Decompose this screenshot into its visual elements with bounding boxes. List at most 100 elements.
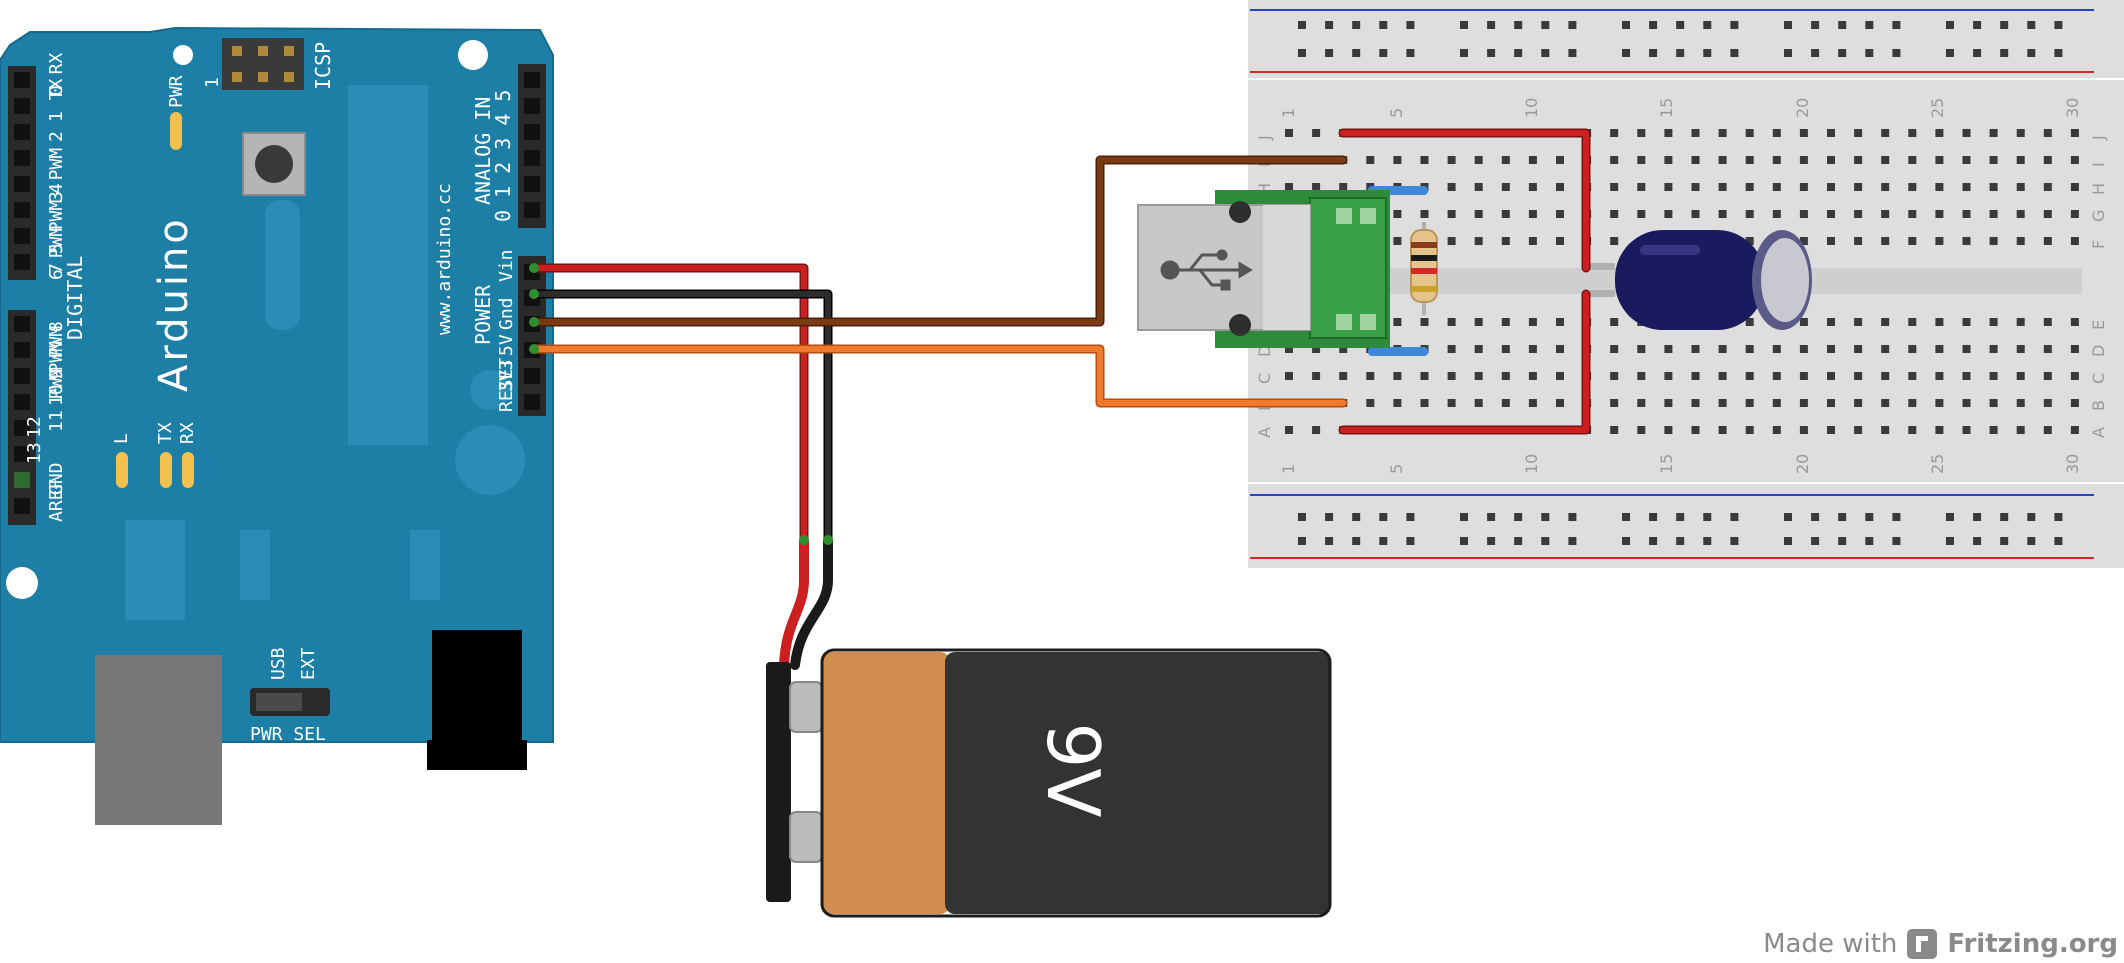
breadboard-hole <box>1325 537 1334 545</box>
breadboard-hole <box>2000 537 2009 545</box>
breadboard-hole <box>1610 426 1619 434</box>
pwr-led <box>170 112 182 150</box>
rx-led <box>182 452 194 488</box>
breadboard-hole <box>1528 318 1537 326</box>
breadboard-hole <box>1393 210 1402 218</box>
mounting-hole <box>458 40 488 70</box>
breadboard-hole <box>1827 399 1835 407</box>
breadboard-hole <box>2016 345 2025 353</box>
reset-button-cap[interactable] <box>255 145 293 183</box>
board-trace <box>125 520 185 620</box>
pin-label-13: 13 <box>24 442 45 464</box>
breadboard-hole <box>1892 537 1901 545</box>
breadboard-hole <box>1664 399 1673 407</box>
pin-label-8: 8 <box>46 321 67 332</box>
breadboard-hole <box>1487 537 1496 545</box>
breadboard-hole <box>1973 513 1982 521</box>
breadboard-hole <box>1447 156 1456 164</box>
usb-b-connector <box>95 655 222 825</box>
breadboard-hole <box>1772 372 1781 380</box>
breadboard-hole <box>1514 513 1523 521</box>
breadboard-hole <box>1718 129 1727 137</box>
breadboard-hole <box>1799 318 1808 326</box>
breadboard-hole <box>1541 21 1550 29</box>
breadboard-hole <box>2027 21 2036 29</box>
breadboard-hole <box>1676 49 1685 57</box>
breadboard-hole <box>2043 237 2052 245</box>
breadboard-hole <box>1664 183 1673 191</box>
breadboard-hole <box>1325 513 1334 521</box>
power-header <box>518 256 546 416</box>
ext-label: EXT <box>298 647 319 680</box>
breadboard-hole <box>1745 129 1754 137</box>
breadboard-hole <box>1528 237 1537 245</box>
breadboard-hole <box>1556 345 1564 353</box>
battery-edge <box>820 648 1332 918</box>
icsp-one-label: 1 <box>202 77 223 88</box>
board-trace <box>455 425 525 495</box>
breadboard-hole <box>1460 49 1468 57</box>
pin-label-10-pwm: 10 PWM <box>46 341 67 406</box>
breadboard-hole <box>1568 49 1577 57</box>
digital-pin-labels-top: 0 RX 1 TX 2 3 PWM 4 5 PWM 6 PWM 7 <box>46 52 67 280</box>
breadboard-top-rail <box>1248 0 2124 78</box>
breadboard-hole <box>2043 345 2052 353</box>
breadboard-hole <box>1962 210 1971 218</box>
battery-9v: 9V <box>766 648 1332 918</box>
row-letter: J <box>2089 135 2108 141</box>
breadboard-hole <box>1285 372 1293 380</box>
breadboard-hole <box>1784 21 1792 29</box>
breadboard-hole <box>1935 183 1944 191</box>
breadboard-hole <box>1962 426 1971 434</box>
breadboard-hole <box>1703 537 1712 545</box>
breadboard-hole <box>1718 345 1727 353</box>
breadboard-hole <box>1838 49 1847 57</box>
breadboard-hole <box>1487 49 1496 57</box>
breadboard-hole <box>1649 537 1658 545</box>
breadboard-hole <box>1568 513 1577 521</box>
breadboard-hole <box>1556 210 1564 218</box>
breadboard-hole <box>1973 21 1982 29</box>
breadboard-hole <box>1799 372 1808 380</box>
breadboard-hole <box>1393 237 1402 245</box>
breadboard-hole <box>1827 318 1835 326</box>
breadboard-hole <box>1881 318 1890 326</box>
breadboard-hole <box>1881 129 1890 137</box>
l-led-label: L <box>111 433 132 444</box>
breadboard-hole <box>1838 21 1847 29</box>
aref-pin-label: AREF <box>46 479 67 522</box>
analog-pin-numbers: 0 1 2 3 4 5 <box>491 90 515 222</box>
pin-label-11-pwm: 11 PWM <box>46 367 67 432</box>
breadboard-hole <box>1501 237 1510 245</box>
breadboard-hole <box>1610 129 1619 137</box>
breadboard-hole <box>1610 156 1619 164</box>
breadboard-hole <box>1393 318 1402 326</box>
breadboard-hole <box>1447 237 1456 245</box>
breadboard-hole <box>1649 513 1658 521</box>
breadboard-hole <box>1447 183 1456 191</box>
pwr-sel-label: PWR SEL <box>250 724 326 745</box>
breadboard-hole <box>1772 345 1781 353</box>
fritzing-logo-icon <box>1907 929 1938 959</box>
breadboard-hole <box>1285 129 1293 137</box>
breadboard-hole <box>1610 210 1619 218</box>
wire-orange-5v-to-breadboard <box>531 346 1346 406</box>
breadboard-hole <box>1339 345 1348 353</box>
breadboard-hole <box>1610 318 1619 326</box>
breadboard-hole <box>1962 129 1971 137</box>
resistor <box>1410 222 1438 315</box>
mounting-hole <box>6 567 38 599</box>
breadboard-hole <box>1501 372 1510 380</box>
breadboard-hole <box>1474 156 1483 164</box>
breadboard-hole <box>1935 426 1944 434</box>
row-letter: D <box>2089 345 2108 357</box>
breadboard-hole <box>1865 513 1874 521</box>
breadboard-hole <box>1528 210 1537 218</box>
breadboard-hole <box>1865 49 1874 57</box>
breadboard-hole <box>1854 372 1863 380</box>
board-trace <box>410 530 440 600</box>
row-letter: J <box>1255 135 1274 141</box>
breadboard-hole <box>1718 399 1727 407</box>
breadboard-hole <box>1420 372 1429 380</box>
breadboard-hole <box>1946 21 1954 29</box>
